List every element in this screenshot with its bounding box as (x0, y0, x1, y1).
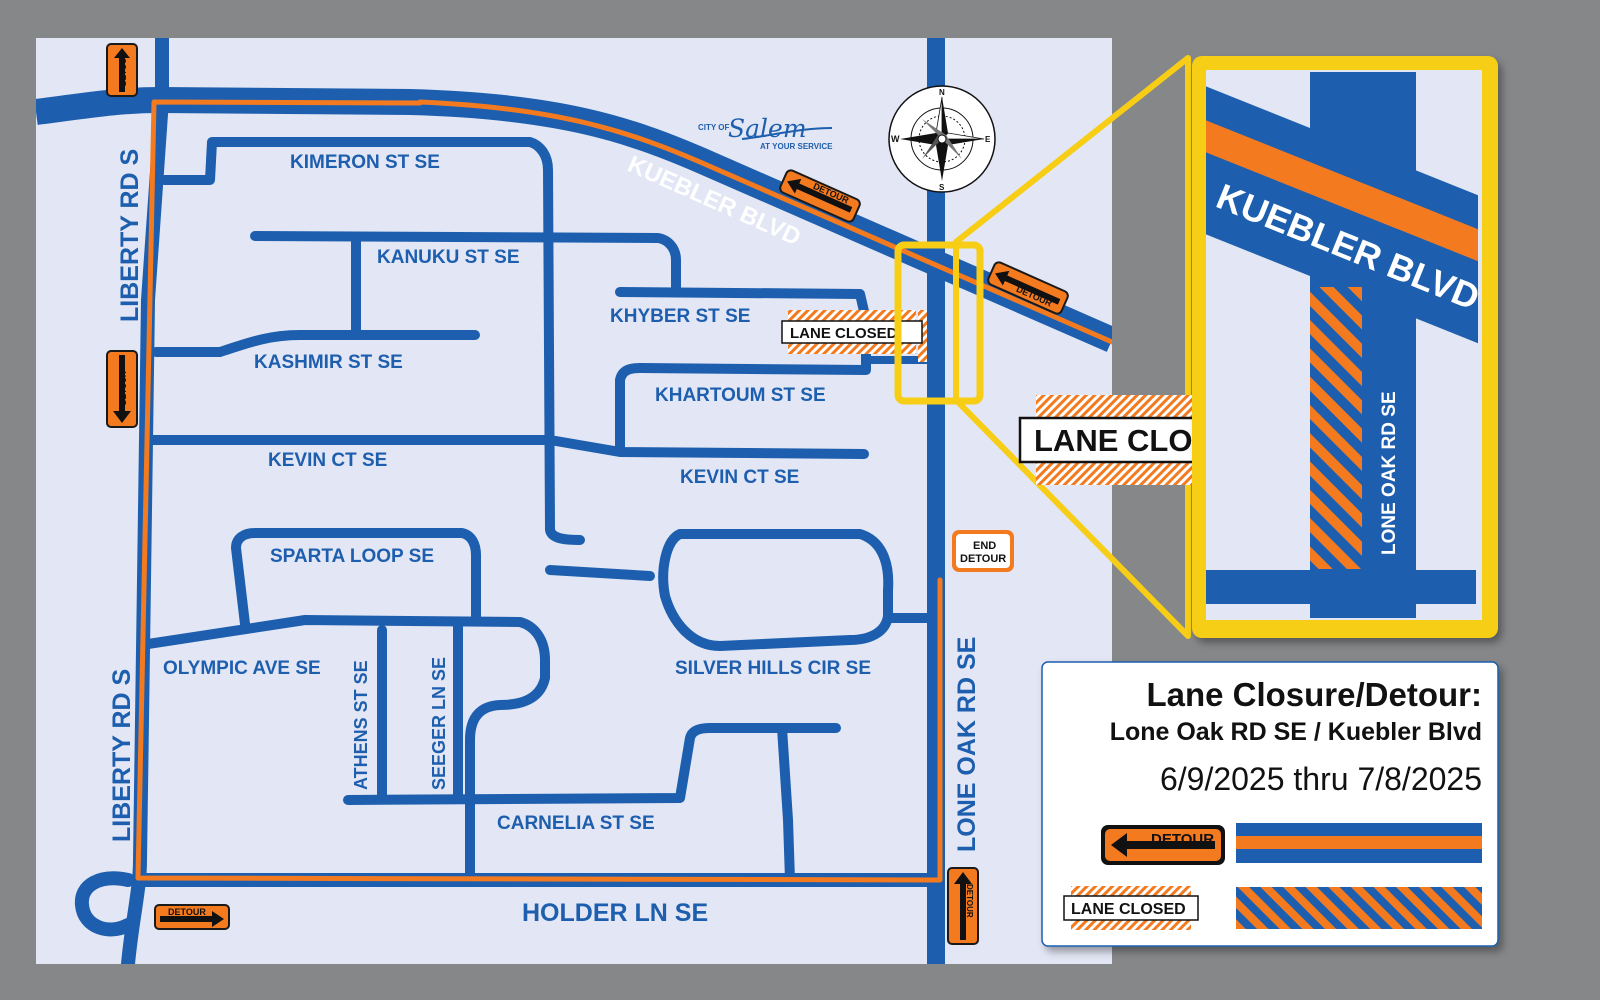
street-labels: KIMERON ST SE KANUKU ST SE KHYBER ST SE … (108, 149, 981, 927)
road-kimeron (159, 137, 585, 545)
label-kevin-ct-east: KEVIN CT SE (680, 467, 799, 488)
logo-tagline: AT YOUR SERVICE (760, 142, 833, 151)
detour-text: DETOUR (168, 907, 206, 917)
label-liberty-lower: LIBERTY RD S (108, 669, 136, 842)
compass-rose: N S E W (888, 85, 996, 193)
label-khyber: KHYBER ST SE (610, 306, 750, 327)
label-liberty-upper: LIBERTY RD S (116, 149, 144, 322)
label-holder: HOLDER LN SE (522, 899, 708, 927)
detour-kuebler (417, 99, 1112, 345)
legend-detour-text: DETOUR (1151, 831, 1214, 848)
detour-sign-kuebler-east: DETOUR (987, 261, 1069, 315)
legend-box (1041, 661, 1499, 947)
label-seeger: SEEGER LN SE (429, 657, 449, 790)
road-khartoum (615, 335, 871, 455)
lane-closed-text: LANE CLOSED (790, 325, 898, 342)
detour-text: DETOUR (965, 884, 974, 918)
end-detour-sign: END DETOUR (952, 530, 1014, 572)
road-olympic (143, 615, 550, 885)
legend-title: Lane Closure/Detour: (1146, 676, 1482, 713)
label-athens: ATHENS ST SE (351, 660, 371, 790)
road-carnelia-spur (777, 723, 795, 885)
legend-subtitle: Lone Oak RD SE / Kuebler Blvd (1110, 718, 1482, 746)
detour-sign-liberty-lower: DETOUR (106, 350, 138, 428)
road-kevin-ct (143, 435, 869, 459)
logo-swoosh (741, 127, 833, 140)
legend-detour-sign: DETOUR (1101, 825, 1225, 865)
logo-city-of: CITY OF (698, 123, 730, 132)
compass-n: N (939, 88, 945, 97)
detour-sign-lone-oak: DETOUR (947, 867, 979, 945)
label-sparta: SPARTA LOOP SE (270, 546, 434, 567)
legend-detour-swatch (1236, 823, 1482, 863)
inset-road-lone-oak-lower (1310, 560, 1416, 618)
legend-lane-closed-text: LANE CLOSED (1071, 901, 1186, 918)
compass-e: E (985, 135, 991, 144)
zoom-highlight-box (894, 241, 984, 405)
label-kanuku: KANUKU ST SE (377, 247, 520, 268)
zoom-callout (894, 55, 1191, 639)
detour-sign-holder: DETOUR (154, 904, 230, 930)
legend-lane-closed-sign: LANE CLOSED (1063, 886, 1199, 930)
label-kevin-ct-west: KEVIN CT SE (268, 450, 387, 471)
label-kashmir: KASHMIR ST SE (254, 352, 403, 373)
detour-loop (135, 99, 943, 883)
road-silver-hills-link (545, 565, 655, 581)
legend-lane-closed-swatch (1236, 887, 1482, 929)
road-sparta-loop (231, 528, 481, 629)
logo-name: Salem (728, 114, 807, 143)
compass-w: W (891, 134, 900, 144)
compass-s: S (939, 183, 945, 192)
road-kashmir (151, 330, 480, 357)
label-khartoum: KHARTOUM ST SE (655, 385, 826, 406)
road-silver-hills-cir (658, 529, 894, 651)
label-silver-hills: SILVER HILLS CIR SE (675, 658, 871, 679)
inset-label-lone-oak: LONE OAK RD SE (1379, 391, 1400, 555)
inset-roads (1206, 72, 1478, 618)
city-logo: CITY OF Salem AT YOUR SERVICE (698, 114, 833, 151)
detour-text: DETOUR (119, 371, 128, 405)
legend-dates: 6/9/2025 thru 7/8/2025 (1160, 761, 1482, 797)
road-loop-sw (74, 871, 135, 937)
label-kimeron: KIMERON ST SE (290, 152, 440, 173)
end-detour-text: DETOUR (960, 553, 1006, 565)
label-carnelia: CARNELIA ST SE (497, 813, 655, 834)
road-kanuku (250, 231, 681, 293)
label-lone-oak: LONE OAK RD SE (953, 637, 981, 852)
detour-route (135, 99, 1112, 883)
road-carnelia (343, 723, 841, 805)
end-text: END (973, 540, 996, 552)
inset-detour-kuebler (1206, 120, 1478, 262)
label-olympic: OLYMPIC AVE SE (163, 658, 321, 679)
inset-lane-closed (1310, 287, 1362, 569)
detour-text: DETOUR (119, 52, 128, 86)
detour-sign-liberty-upper: DETOUR (106, 43, 138, 97)
